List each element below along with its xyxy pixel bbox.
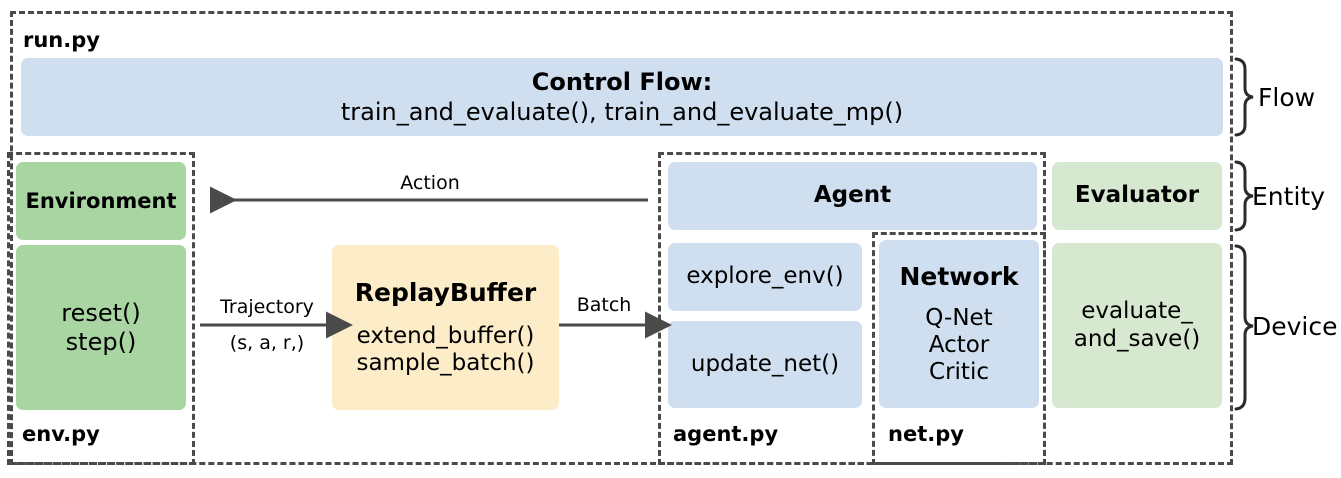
network-block: Network Q-Net Actor Critic xyxy=(879,240,1039,408)
group-label-device: Device xyxy=(1252,312,1338,341)
evaluator-entity-block: Evaluator xyxy=(1052,162,1222,230)
run-py-file-label: run.py xyxy=(23,28,100,52)
arrow-sublabel-trajectory: (s, a, r,) xyxy=(229,332,305,354)
evaluator-method-line2: and_save() xyxy=(1073,325,1201,352)
network-item-actor: Actor xyxy=(928,332,990,359)
control-flow-functions: train_and_evaluate(), train_and_evaluate… xyxy=(340,98,904,126)
brace-flow xyxy=(1234,57,1254,137)
network-item-q-net: Q-Net xyxy=(925,305,993,332)
environment-method-step: step() xyxy=(65,327,137,356)
net-py-container xyxy=(872,232,1046,465)
environment-entity-label: Environment xyxy=(25,188,177,213)
agent-method-update-net-block: update_net() xyxy=(668,321,862,408)
network-item-critic: Critic xyxy=(929,359,989,386)
evaluator-method-line1: evaluate_ xyxy=(1081,298,1193,325)
agent-method-explore-env-block: explore_env() xyxy=(668,243,862,311)
env-py-file-label: env.py xyxy=(22,422,100,446)
replay-buffer-method-extend: extend_buffer() xyxy=(356,323,535,350)
environment-methods-block: reset() step() xyxy=(16,245,186,410)
brace-device xyxy=(1234,244,1254,411)
net-py-file-label: net.py xyxy=(888,422,964,446)
run-py-container xyxy=(10,11,1233,465)
replay-buffer-title: ReplayBuffer xyxy=(354,277,537,307)
network-entity-label: Network xyxy=(899,261,1019,291)
agent-entity-label: Agent xyxy=(813,182,892,209)
control-flow-block: Control Flow: train_and_evaluate(), trai… xyxy=(21,58,1223,136)
group-label-flow: Flow xyxy=(1258,83,1316,112)
agent-method-update-net-label: update_net() xyxy=(690,350,840,377)
replay-buffer-method-sample: sample_batch() xyxy=(356,350,535,377)
replay-buffer-block: ReplayBuffer extend_buffer() sample_batc… xyxy=(332,245,559,410)
agent-py-file-label: agent.py xyxy=(673,422,779,446)
arrow-label-action: Action xyxy=(400,172,460,194)
evaluator-method-block: evaluate_ and_save() xyxy=(1052,243,1222,408)
environment-entity-block: Environment xyxy=(16,162,186,240)
evaluator-entity-label: Evaluator xyxy=(1074,182,1200,209)
arrow-label-trajectory: Trajectory xyxy=(220,296,314,318)
brace-entity xyxy=(1234,160,1254,232)
env-py-container xyxy=(7,152,195,465)
environment-method-reset: reset() xyxy=(61,299,141,328)
agent-entity-block: Agent xyxy=(668,162,1037,230)
control-flow-title: Control Flow: xyxy=(531,67,713,96)
arrow-label-batch: Batch xyxy=(576,294,632,316)
agent-method-explore-env-label: explore_env() xyxy=(686,263,844,290)
group-label-entity: Entity xyxy=(1252,182,1325,211)
